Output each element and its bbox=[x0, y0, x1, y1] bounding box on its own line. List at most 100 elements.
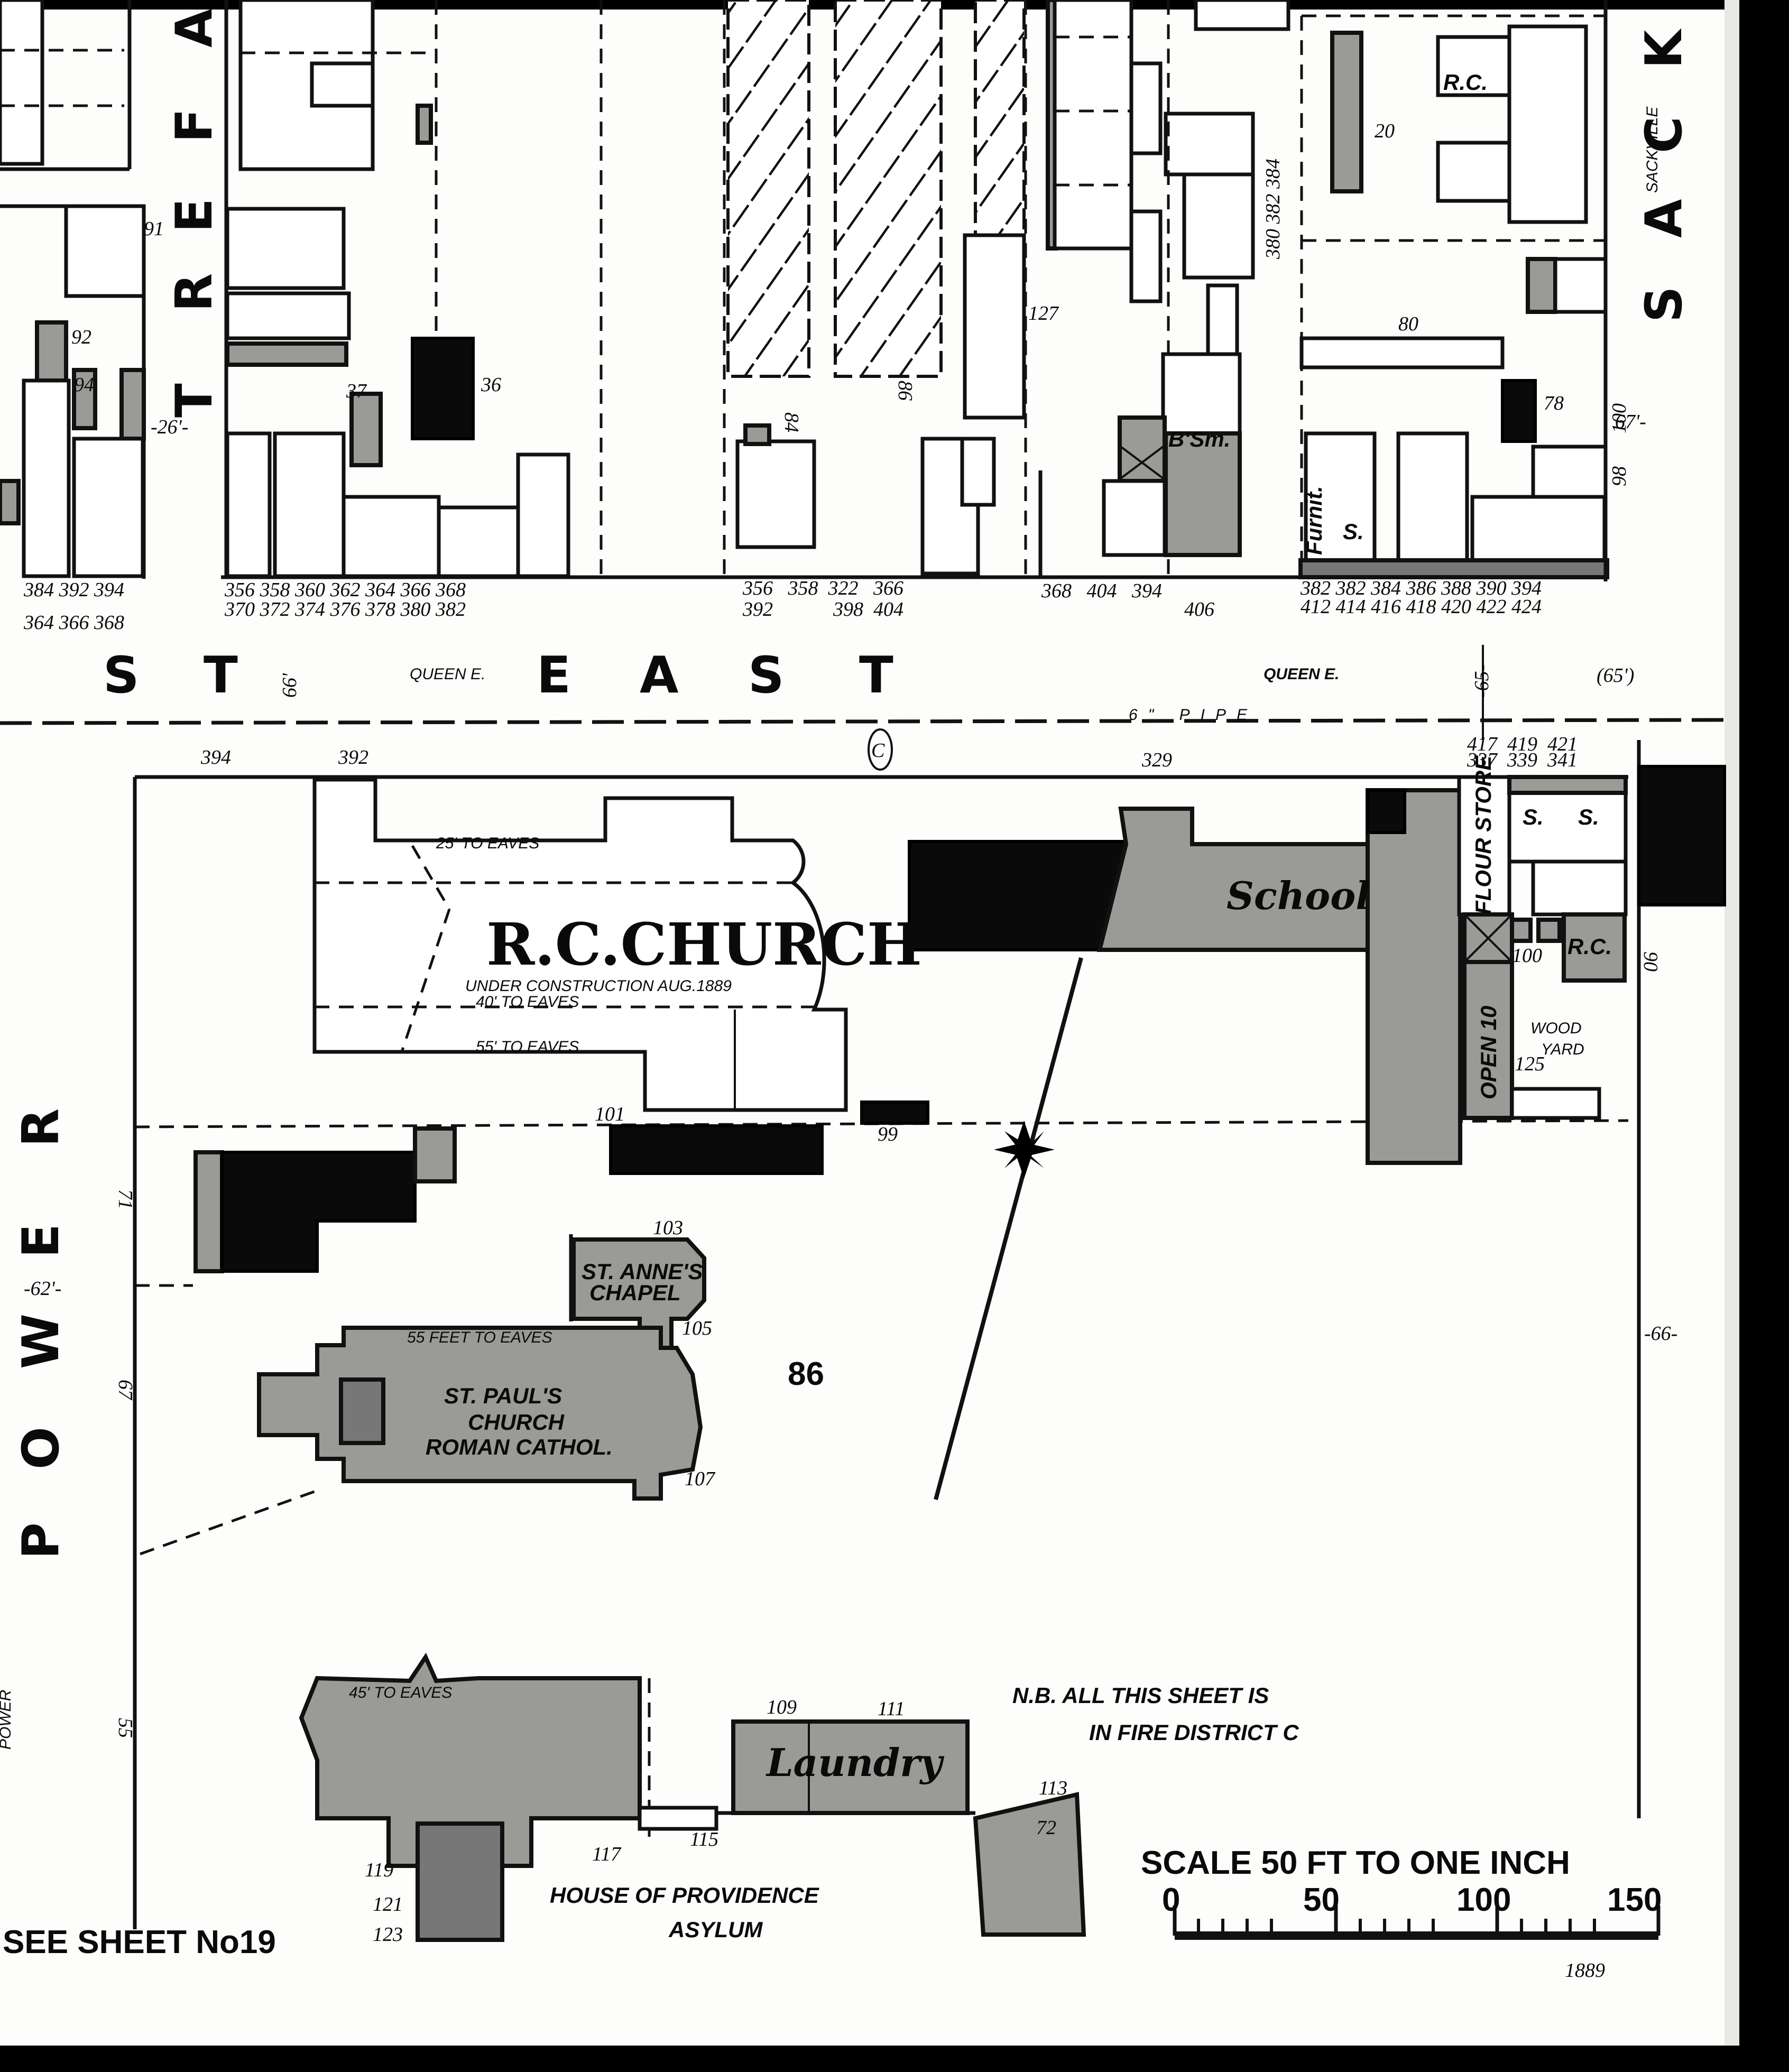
lot-number: 107 bbox=[685, 1468, 716, 1490]
lot-number: 55 bbox=[114, 1718, 136, 1738]
lot-number: 91 bbox=[144, 218, 164, 240]
street-letter: S bbox=[1635, 286, 1693, 322]
water-pipe-line bbox=[0, 718, 1725, 725]
lot-number: 105 bbox=[682, 1317, 712, 1339]
paper-margin bbox=[1725, 0, 1739, 2051]
lot-number: 394 bbox=[200, 746, 231, 769]
fire-district-note: N.B. ALL THIS SHEET IS bbox=[1012, 1683, 1269, 1708]
fire-district-note: IN FIRE DISTRICT C bbox=[1089, 1720, 1299, 1745]
lot-number: 94 bbox=[74, 374, 94, 396]
street-letter: O bbox=[12, 1427, 70, 1469]
wood-yard-label: YARD bbox=[1541, 1041, 1584, 1058]
lot-number: 111 bbox=[878, 1698, 905, 1720]
lot-number: 127 bbox=[1028, 302, 1059, 325]
street-letter: E bbox=[12, 1224, 70, 1258]
scale-tick-label: 100 bbox=[1456, 1882, 1511, 1918]
roughcast-label: R.C. bbox=[1443, 70, 1488, 95]
address-row: 337 339 341 bbox=[1467, 749, 1578, 771]
lot-number: 20 bbox=[1375, 120, 1395, 142]
lot-number: 329 bbox=[1141, 749, 1172, 771]
street-width-label: (65') bbox=[1597, 664, 1634, 687]
building-99 bbox=[860, 1100, 929, 1125]
school-dark-section bbox=[908, 840, 1128, 951]
lot-number: 67 bbox=[114, 1380, 136, 1401]
address-row: 370 372 374 376 378 380 382 bbox=[224, 598, 466, 621]
street-width-label: 66' bbox=[279, 673, 301, 698]
st-pauls-church-label: CHURCH bbox=[468, 1410, 565, 1435]
address-row: 364 366 368 bbox=[23, 612, 124, 634]
school-wing bbox=[1366, 788, 1462, 1165]
lot-number: 100 bbox=[1512, 945, 1542, 967]
map-year: 1889 bbox=[1565, 1959, 1605, 1982]
lot-number: 90 bbox=[1639, 951, 1662, 972]
address-row: 384 392 394 bbox=[23, 579, 124, 601]
street-letter: A bbox=[1635, 199, 1693, 238]
st-pauls-church-label: ROMAN CATHOL. bbox=[426, 1435, 613, 1459]
lot-number: 121 bbox=[373, 1893, 403, 1916]
street-width-label: 67'- bbox=[1615, 411, 1646, 433]
queen-small-label: QUEEN E. bbox=[1264, 665, 1339, 683]
address-row: 417 419 421 bbox=[1467, 733, 1578, 755]
address-row: 356 358 322 366 bbox=[742, 577, 903, 599]
scale-title: SCALE 50 FT TO ONE INCH bbox=[1141, 1845, 1570, 1881]
st-pauls-church-label: ST. PAUL'S bbox=[444, 1383, 562, 1408]
lot-number: 113 bbox=[1039, 1777, 1067, 1799]
building-72-outline bbox=[973, 1792, 1086, 1937]
eaves-label: 25' TO EAVES bbox=[436, 835, 539, 852]
lot-number: 119 bbox=[365, 1859, 393, 1881]
lot-number: 109 bbox=[767, 1696, 797, 1718]
lot-number: 99 bbox=[878, 1123, 898, 1145]
street-letter: T bbox=[204, 646, 238, 705]
adjacent-dark-building bbox=[1637, 765, 1726, 906]
st-annes-chapel-label: CHAPEL bbox=[589, 1280, 681, 1305]
st-annes-chapel-outline bbox=[571, 1237, 706, 1350]
scale-tick-label: 50 bbox=[1303, 1882, 1340, 1918]
lot-number: 100 bbox=[1608, 403, 1630, 433]
bottom-border bbox=[0, 2046, 1789, 2072]
street-letter: F bbox=[165, 108, 224, 143]
fire-district-marker: C bbox=[871, 739, 885, 762]
street-letter: R bbox=[12, 1108, 70, 1147]
lot-number: 98 bbox=[1608, 466, 1630, 486]
street-letter: A bbox=[640, 646, 679, 705]
lot-number: 103 bbox=[653, 1217, 683, 1239]
see-sheet-reference: SEE SHEET No19 bbox=[3, 1924, 276, 1960]
street-letter: P bbox=[12, 1522, 70, 1559]
lot-number: 78 bbox=[1544, 392, 1564, 414]
street-width-label: -66- bbox=[1644, 1322, 1677, 1345]
address-row: 368 404 394 bbox=[1041, 580, 1162, 602]
street-letter: S bbox=[103, 646, 139, 705]
scale-tick-label: 0 bbox=[1162, 1882, 1180, 1918]
rc-church-label: R.C.CHURCH bbox=[486, 910, 922, 978]
address-row: 412 414 416 418 420 422 424 bbox=[1301, 596, 1542, 618]
eaves-label: 55 FEET TO EAVES bbox=[407, 1329, 552, 1346]
store-label: S. bbox=[1343, 519, 1364, 544]
power-small-label: POWER bbox=[0, 1690, 14, 1750]
street-letter: A bbox=[165, 8, 224, 48]
top-blocks bbox=[0, 0, 1609, 581]
street-letter: W bbox=[12, 1314, 70, 1369]
lot-number: 84 bbox=[780, 412, 803, 432]
lot-number: 36 bbox=[481, 374, 501, 396]
street-letter: C bbox=[1635, 116, 1693, 153]
scale-bar bbox=[1173, 1906, 1661, 1940]
lot-number: 125 bbox=[1515, 1053, 1545, 1075]
basement-label: B'Sm. bbox=[1168, 427, 1230, 451]
street-letter: T bbox=[165, 383, 224, 418]
address-row: 392 398 404 bbox=[742, 598, 903, 621]
house-of-providence-label: HOUSE OF PROVIDENCE bbox=[550, 1883, 820, 1908]
school-shaded-section bbox=[1096, 807, 1370, 952]
lot-number: 37 bbox=[346, 380, 367, 402]
house-of-providence-label: ASYLUM bbox=[668, 1917, 763, 1942]
lot-number: 72 bbox=[1036, 1817, 1056, 1839]
block-number: 86 bbox=[788, 1356, 824, 1392]
street-letter: E bbox=[165, 198, 224, 233]
open-label: OPEN 10 bbox=[1476, 1006, 1501, 1099]
north-arrow-compass-icon bbox=[934, 957, 1083, 1501]
store-label: S. bbox=[1578, 804, 1599, 829]
lot-number: 380 382 384 bbox=[1262, 159, 1284, 260]
eaves-label: 55' TO EAVES bbox=[476, 1038, 579, 1056]
store-label: S. bbox=[1523, 804, 1544, 829]
